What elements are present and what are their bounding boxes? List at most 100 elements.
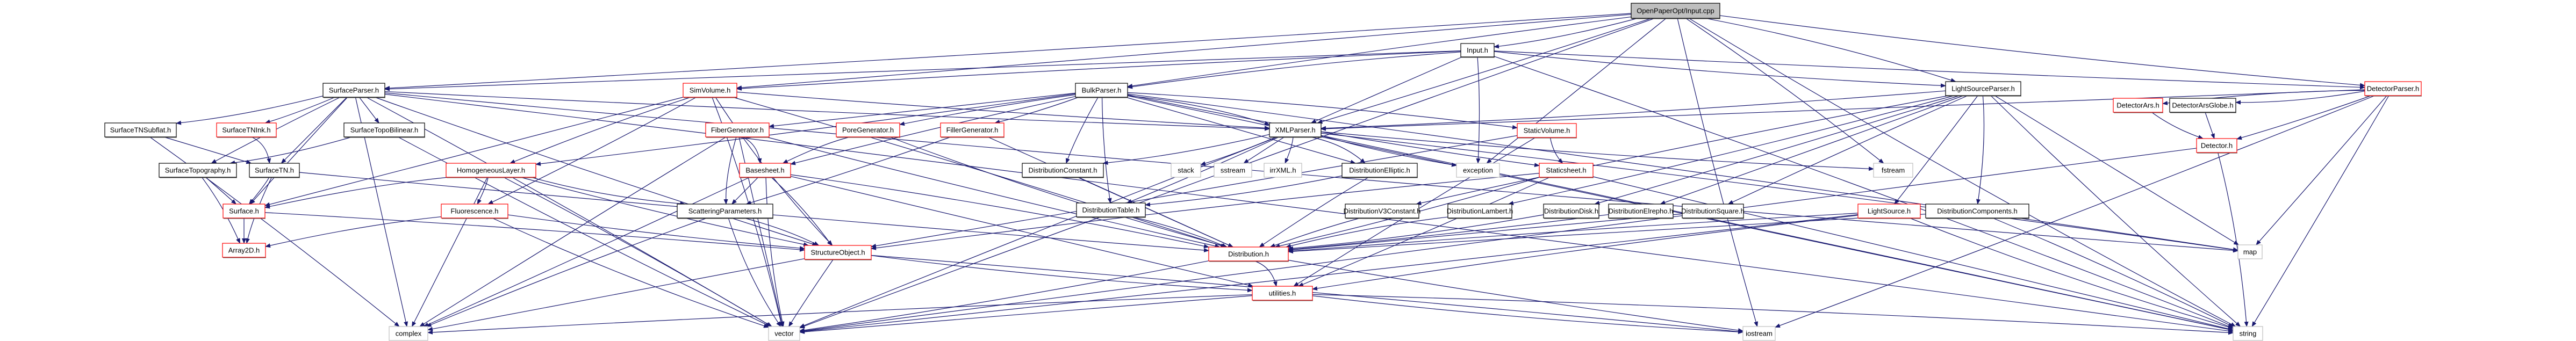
edge-lightsource-to-string (1909, 217, 2234, 329)
edge-bulkparser-to-fibergenerator (769, 92, 1076, 128)
node-distributionlambert[interactable]: DistributionLambert.h (1447, 204, 1513, 219)
node-exception[interactable]: exception (1456, 163, 1500, 178)
node-box (1075, 83, 1128, 98)
node-label: SurfaceTopography.h (165, 166, 231, 174)
node-label: DetectorParser.h (2367, 84, 2420, 92)
node-box (1873, 163, 1913, 178)
node-label: StructureObject.h (810, 248, 865, 256)
node-root[interactable]: OpenPaperOpt/Input.cpp (1631, 3, 1720, 19)
edge-fillergenerator-to-scatteringparameters (745, 136, 951, 205)
node-distributionv3constant[interactable]: DistributionV3Constant.h (1344, 204, 1421, 219)
node-xmlparser[interactable]: XMLParser.h (1269, 122, 1322, 138)
node-surface[interactable]: Surface.h (223, 204, 266, 219)
node-label: Detector.h (2201, 141, 2233, 149)
node-detectorparser[interactable]: DetectorParser.h (2364, 81, 2422, 97)
node-structureobject[interactable]: StructureObject.h (804, 245, 872, 260)
node-array2d[interactable]: Array2D.h (222, 243, 266, 258)
node-lightsourceparser[interactable]: LightSourceParser.h (1945, 81, 2021, 97)
node-box (1076, 202, 1146, 217)
node-fibergenerator[interactable]: FiberGenerator.h (705, 122, 770, 138)
edge-fluorescence-to-array2d (265, 216, 442, 248)
node-distributioncomponents[interactable]: DistributionComponents.h (1925, 204, 2029, 219)
node-detectorarsglobe[interactable]: DetectorArsGlobe.h (2169, 98, 2236, 113)
node-label: DistributionSquare.h (1681, 207, 1745, 215)
node-surfacetopobilinear[interactable]: SurfaceTopoBilinear.h (343, 122, 425, 138)
node-poregenerator[interactable]: PoreGenerator.h (836, 122, 900, 138)
node-stack[interactable]: stack (1171, 163, 1201, 178)
node-label: Surface.h (229, 207, 259, 215)
node-label: LightSource.h (1868, 207, 1911, 215)
node-label: FillerGenerator.h (946, 126, 999, 134)
node-string[interactable]: string (2233, 326, 2263, 341)
node-label: DistributionConstant.h (1029, 166, 1097, 174)
node-label: DetectorArsGlobe.h (2172, 101, 2233, 109)
node-distributionsquare[interactable]: DistributionSquare.h (1681, 204, 1745, 219)
node-simvolume[interactable]: SimVolume.h (683, 83, 737, 98)
node-label: DistributionTable.h (1082, 206, 1140, 214)
node-iostream[interactable]: iostream (1742, 326, 1776, 341)
node-lightsource[interactable]: LightSource.h (1857, 204, 1921, 219)
edge-root-to-input_h (1494, 18, 1638, 49)
node-staticvolume[interactable]: StaticVolume.h (1517, 123, 1577, 139)
node-label: Fluorescence.h (451, 207, 499, 215)
edge-root-to-detectorparser (1719, 15, 2365, 88)
node-staticsheet[interactable]: Staticsheet.h (1539, 163, 1594, 178)
node-scatteringparameters[interactable]: ScatteringParameters.h (677, 204, 773, 219)
edge-basesheet-to-scatteringparameters (731, 177, 759, 205)
node-utilities[interactable]: utilities.h (1252, 286, 1313, 301)
edge-simvolume-to-fluorescence (487, 97, 697, 205)
node-surfaceparser[interactable]: SurfaceParser.h (322, 83, 385, 98)
node-detector[interactable]: Detector.h (2196, 138, 2237, 154)
edge-detectorars-to-detector (2151, 112, 2204, 139)
node-distributionelrepho[interactable]: DistributionElrepho.h (1608, 204, 1674, 219)
edge-input_h-to-surfaceparser (384, 50, 1461, 91)
node-sstream[interactable]: sstream (1214, 163, 1252, 178)
node-box (159, 163, 237, 178)
edge-xmlparser-to-exception (1321, 135, 1457, 167)
node-label: ScatteringParameters.h (688, 207, 762, 215)
node-fillergenerator[interactable]: FillerGenerator.h (940, 122, 1004, 138)
edge-input_h-to-detectorparser (1494, 50, 2365, 90)
edge-detectorarsglobe-to-detector (2205, 112, 2215, 139)
edge-fluorescence-to-structureobject (507, 214, 805, 251)
edge-staticvolume-to-structureobject (871, 135, 1518, 248)
node-bulkparser[interactable]: BulkParser.h (1075, 83, 1128, 98)
node-fstream[interactable]: fstream (1873, 163, 1913, 178)
node-vector[interactable]: vector (768, 326, 800, 341)
node-box (1345, 204, 1419, 219)
node-detectorars[interactable]: DetectorArs.h (2113, 98, 2163, 113)
node-distribution[interactable]: Distribution.h (1208, 246, 1289, 262)
node-surfacetopography[interactable]: SurfaceTopography.h (159, 163, 237, 178)
node-distributiondisk[interactable]: DistributionDisk.h (1543, 204, 1599, 219)
node-box (1208, 246, 1289, 262)
node-input_h[interactable]: Input.h (1460, 43, 1495, 58)
node-map[interactable]: map (2237, 244, 2263, 259)
node-distributionconstant[interactable]: DistributionConstant.h (1022, 163, 1104, 178)
node-surfacetn[interactable]: SurfaceTN.h (249, 163, 300, 178)
node-homogeneouslayer[interactable]: HomogeneousLayer.h (446, 163, 536, 178)
node-box (2364, 81, 2422, 96)
node-box (1539, 163, 1594, 178)
node-box (1742, 326, 1776, 341)
node-distributionelliptic[interactable]: DistributionElliptic.h (1341, 163, 1418, 178)
node-distributiontable[interactable]: DistributionTable.h (1076, 202, 1146, 218)
node-box (343, 122, 425, 137)
edge-simvolume-to-xmlparser (736, 91, 1270, 130)
edge-homogeneouslayer-to-surface (264, 177, 449, 209)
node-fluorescence[interactable]: Fluorescence.h (441, 204, 508, 219)
nodes-layer: OpenPaperOpt/Input.cppInput.hSurfacePars… (104, 3, 2422, 341)
node-label: HomogeneousLayer.h (457, 166, 525, 174)
node-box (222, 243, 266, 258)
edge-lightsourceparser-to-string (1990, 95, 2241, 327)
node-box (104, 122, 177, 137)
node-surfacetnsubflat[interactable]: SurfaceTNSubflat.h (104, 122, 177, 138)
node-surfacetnink[interactable]: SurfaceTNInk.h (216, 122, 277, 138)
edge-lightsourceparser-to-distributionv3constant (1416, 95, 1949, 205)
edge-distributionsquare-to-distribution (1288, 213, 1683, 252)
node-complex[interactable]: complex (389, 326, 428, 341)
edge-xmlparser-to-map (1321, 133, 2238, 252)
edge-surfaceparser-to-surfacetopobilinear (358, 97, 379, 124)
node-basesheet[interactable]: Basesheet.h (739, 163, 791, 178)
node-irrxml[interactable]: irrXML.h (1264, 163, 1302, 178)
